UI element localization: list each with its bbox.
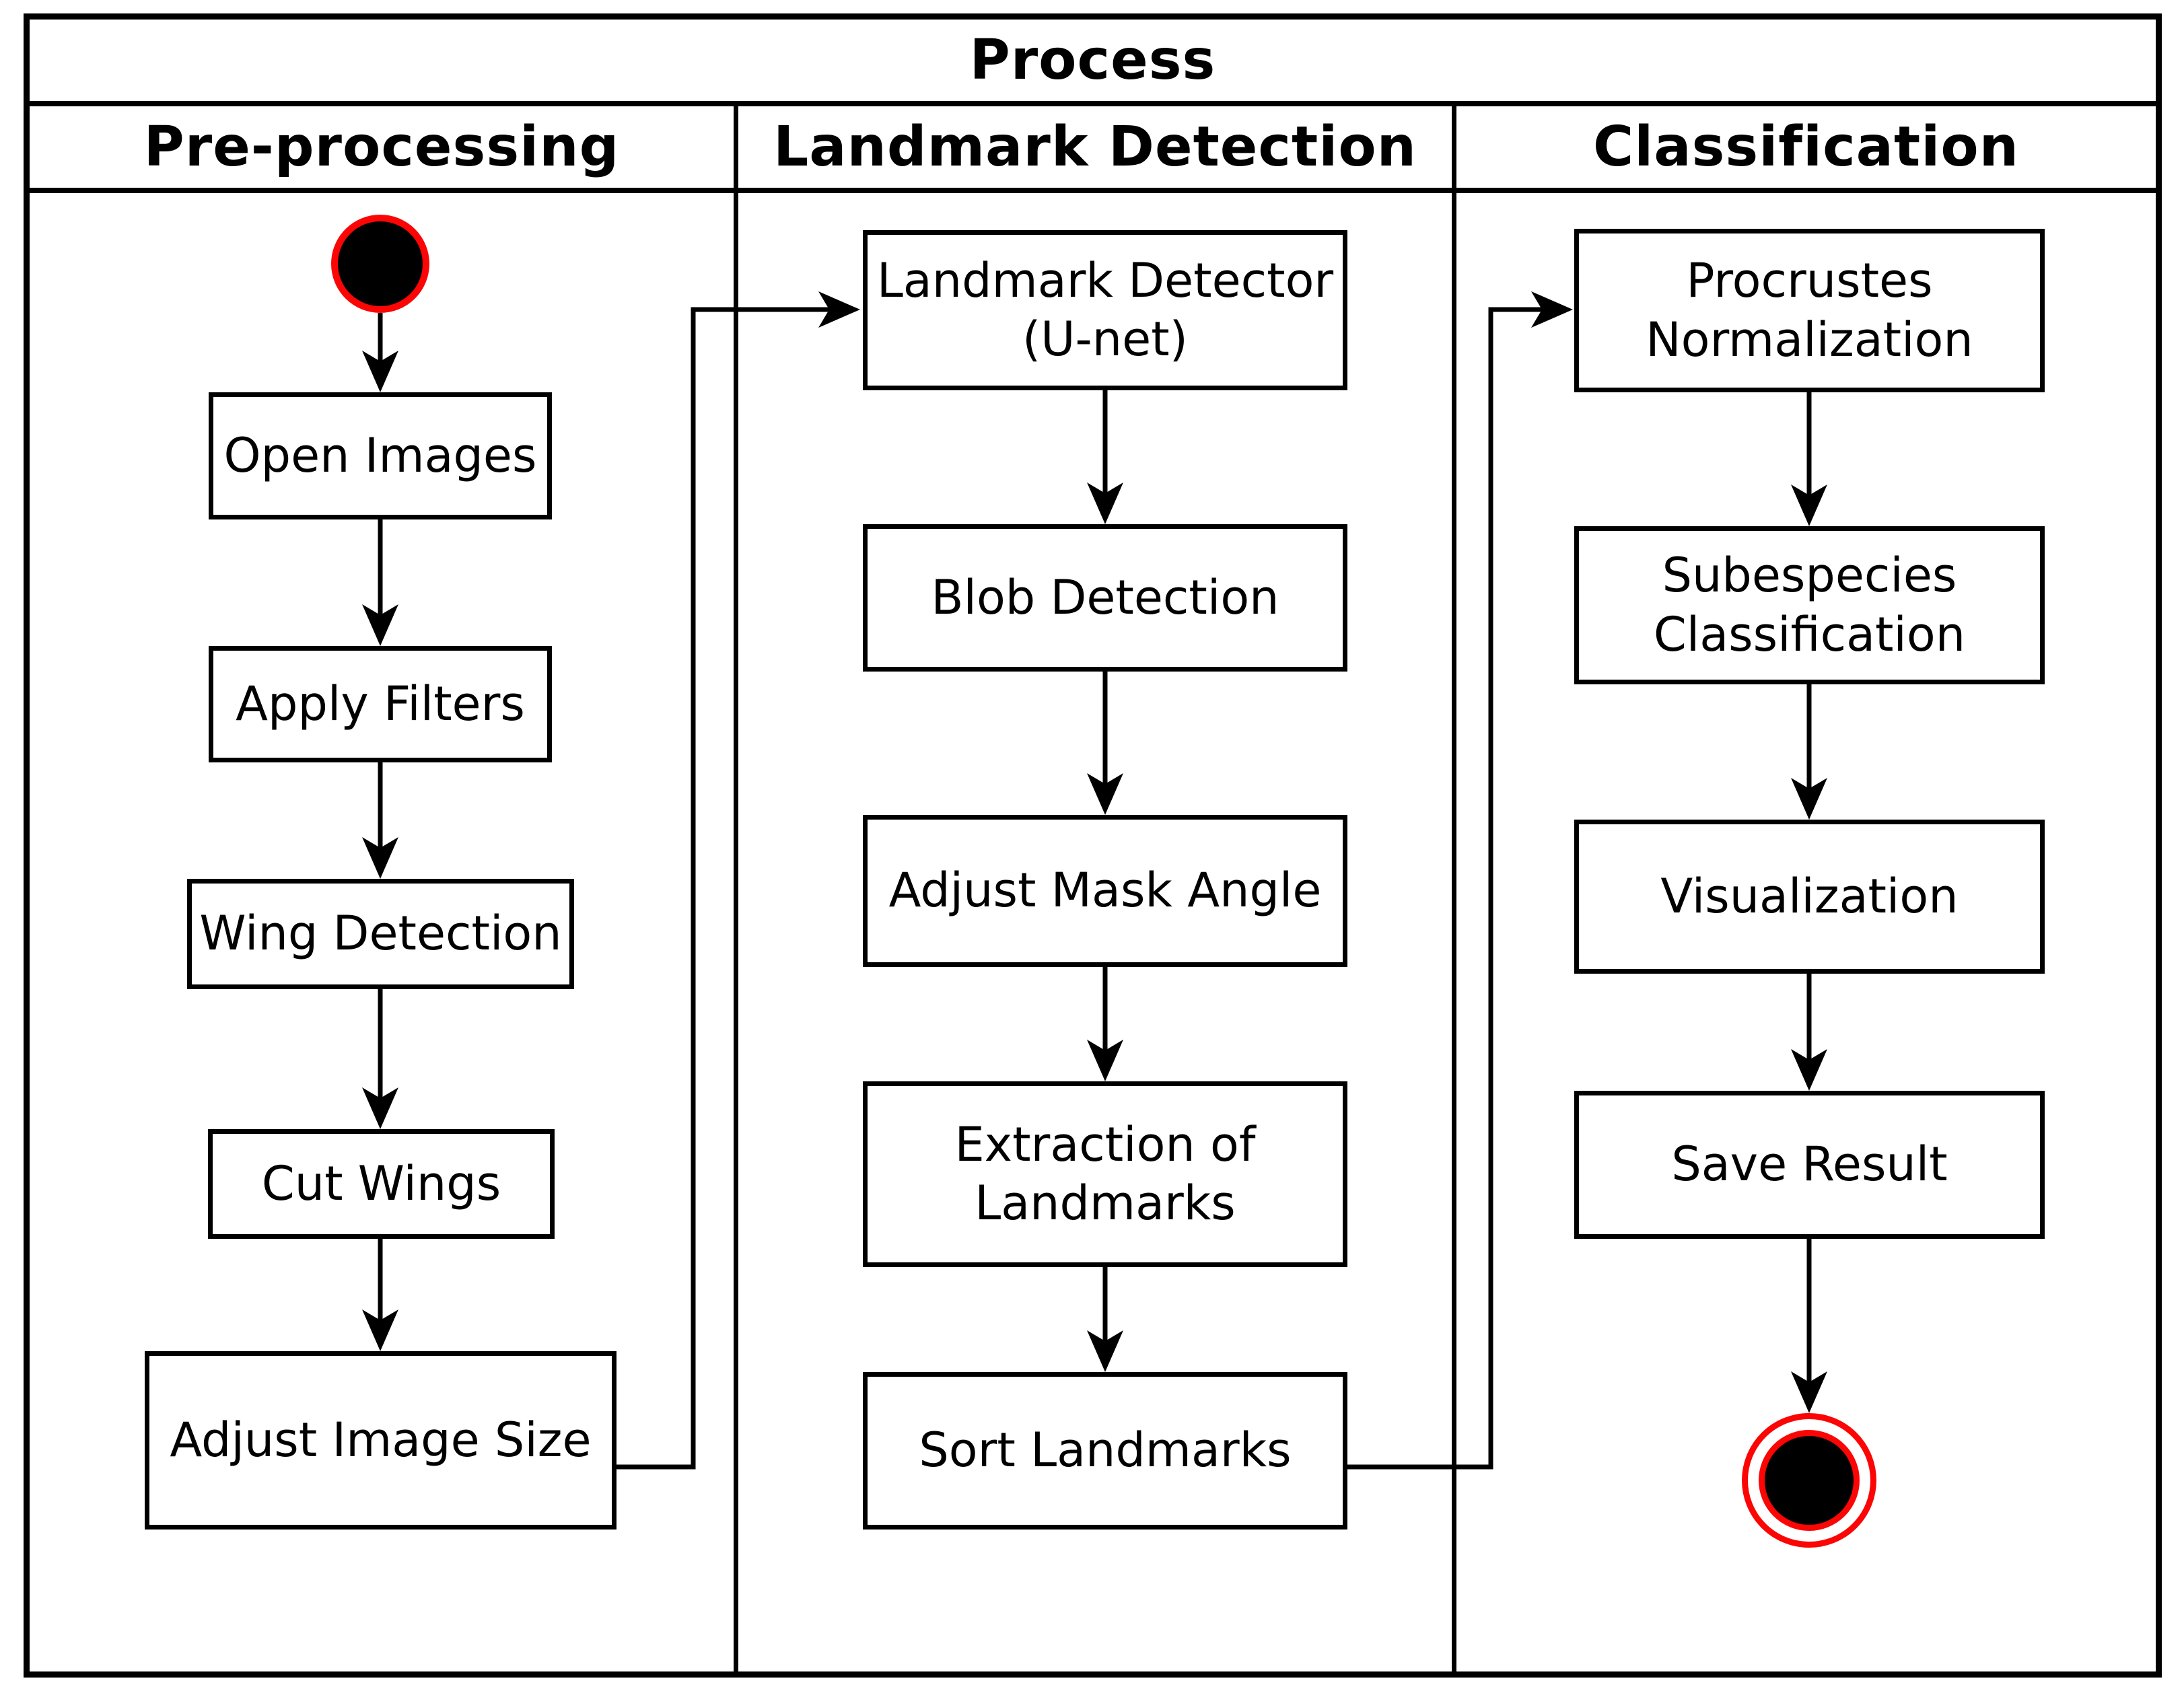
node-visualization: Visualization xyxy=(1574,820,2045,974)
node-label: Adjust Mask Angle xyxy=(888,863,1322,919)
end-node-core xyxy=(1759,1430,1860,1531)
arrowhead-right xyxy=(818,291,860,328)
lane-divider-2 xyxy=(1452,101,1456,1678)
node-label-line2: Landmarks xyxy=(975,1176,1236,1231)
arrowhead-down xyxy=(362,1087,398,1129)
node-label: Adjust Image Size xyxy=(170,1412,592,1468)
diagram-title: Process xyxy=(969,28,1216,92)
node-label: Cut Wings xyxy=(261,1155,501,1211)
arrowhead-down xyxy=(362,604,398,646)
node-label: Open Images xyxy=(223,427,537,483)
arrowhead-down xyxy=(362,837,398,879)
node-label: Wing Detection xyxy=(199,906,562,962)
arrowhead-down xyxy=(1791,1371,1827,1413)
node-label: Visualization xyxy=(1660,868,1959,924)
node-label: Sort Landmarks xyxy=(919,1423,1292,1478)
node-adjust-image-size: Adjust Image Size xyxy=(145,1351,617,1530)
node-save-result: Save Result xyxy=(1574,1091,2045,1239)
node-label-line2: Classification xyxy=(1653,606,1966,662)
node-label-line1: Landmark Detector xyxy=(876,252,1334,308)
arrowhead-down xyxy=(362,351,398,392)
node-label-line2: (U-net) xyxy=(1022,312,1188,367)
node-label-line1: Procrustes xyxy=(1686,253,1933,308)
arrowhead-right xyxy=(1531,291,1573,328)
lane-header-classification: Classification xyxy=(1592,115,2020,179)
node-label: Save Result xyxy=(1671,1137,1948,1192)
title-separator-line xyxy=(24,101,2162,106)
node-extraction-of-landmarks: Extraction of Landmarks xyxy=(863,1081,1347,1267)
arrowhead-down xyxy=(1791,1049,1827,1091)
node-label-line1: Extraction of xyxy=(954,1116,1256,1172)
arrowhead-down xyxy=(1087,482,1123,524)
node-blob-detection: Blob Detection xyxy=(863,524,1347,672)
arrowhead-down xyxy=(1087,773,1123,815)
node-label-line1: Subespecies xyxy=(1662,548,1957,603)
arrowhead-down xyxy=(1791,778,1827,820)
header-separator-line xyxy=(24,188,2162,193)
arrowhead-down xyxy=(1087,1330,1123,1372)
arrowhead-down xyxy=(1791,484,1827,526)
connector-preprocessing-to-landmark xyxy=(617,307,833,1470)
node-apply-filters: Apply Filters xyxy=(209,646,552,762)
start-node xyxy=(331,215,429,313)
node-sort-landmarks: Sort Landmarks xyxy=(863,1372,1347,1530)
node-subespecies-classification: Subespecies Classification xyxy=(1574,526,2045,684)
node-open-images: Open Images xyxy=(209,392,552,519)
end-node xyxy=(1742,1413,1876,1548)
node-wing-detection: Wing Detection xyxy=(187,879,574,989)
lane-header-landmark-detection: Landmark Detection xyxy=(773,115,1417,179)
lane-divider-1 xyxy=(734,101,738,1678)
node-label-line2: Normalization xyxy=(1646,312,1973,367)
arrowhead-down xyxy=(362,1309,398,1351)
lane-header-pre-processing: Pre-processing xyxy=(143,115,620,179)
node-cut-wings: Cut Wings xyxy=(208,1129,555,1239)
node-adjust-mask-angle: Adjust Mask Angle xyxy=(863,815,1347,967)
arrowhead-down xyxy=(1087,1040,1123,1081)
node-landmark-detector-unet: Landmark Detector (U-net) xyxy=(863,230,1347,390)
node-label: Apply Filters xyxy=(236,676,525,731)
node-procrustes-normalization: Procrustes Normalization xyxy=(1574,229,2045,392)
connector-landmark-to-classification xyxy=(1347,307,1546,1470)
node-label: Blob Detection xyxy=(931,569,1279,625)
